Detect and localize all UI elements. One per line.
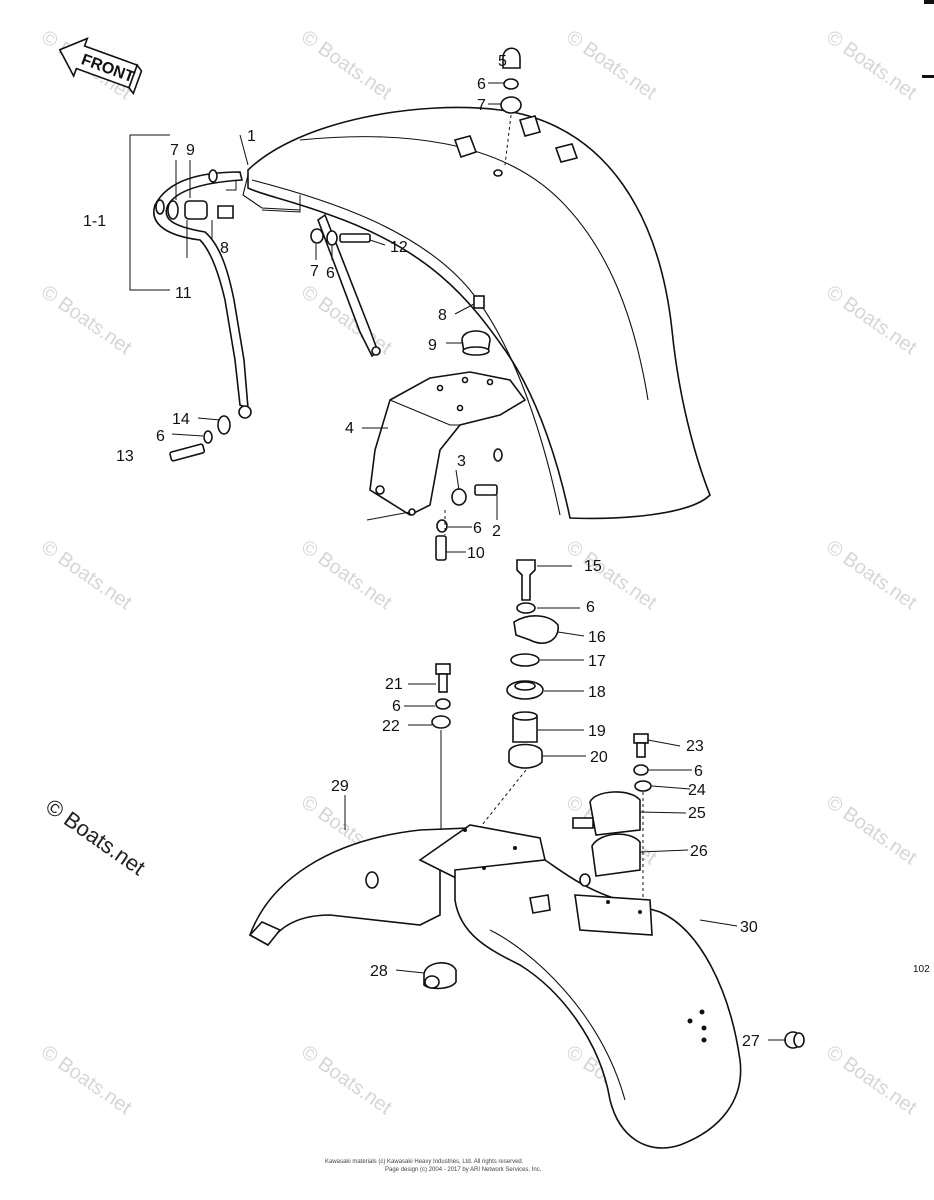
callout-28: 28 bbox=[370, 963, 388, 980]
callout-6: 6 bbox=[392, 698, 401, 715]
callout-15: 15 bbox=[584, 558, 602, 575]
callout-8: 8 bbox=[220, 240, 229, 257]
watermark: © Boats.net bbox=[822, 791, 921, 869]
watermark: © Boats.net bbox=[562, 536, 661, 614]
callout-13: 13 bbox=[116, 448, 134, 465]
left-bolt-stack bbox=[431, 663, 451, 830]
edge-mark bbox=[924, 0, 934, 4]
top-hardware bbox=[500, 47, 522, 166]
watermark-prominent: © Boats.net bbox=[41, 794, 150, 881]
callout-6: 6 bbox=[477, 76, 486, 93]
bracket-hardware bbox=[435, 484, 498, 561]
copyright-line-1: Kawasaki materials (c) Kawasaki Heavy In… bbox=[325, 1159, 524, 1165]
right-bolt-stack bbox=[572, 733, 652, 915]
callout-30: 30 bbox=[740, 919, 758, 936]
callout-18: 18 bbox=[588, 684, 606, 701]
rear-fender bbox=[248, 824, 742, 1149]
watermark: © Boats.net bbox=[822, 536, 921, 614]
callout-6: 6 bbox=[326, 265, 335, 282]
callout-25: 25 bbox=[688, 805, 706, 822]
watermark: © Boats.net bbox=[297, 26, 396, 104]
leader-lines bbox=[129, 82, 786, 1041]
callout-11: 11 bbox=[175, 285, 192, 302]
watermark: © Boats.net bbox=[37, 536, 136, 614]
stay-hardware bbox=[155, 169, 491, 356]
callout-1: 1 bbox=[247, 128, 256, 145]
callout-2: 2 bbox=[492, 523, 501, 540]
callout-24: 24 bbox=[688, 782, 706, 799]
callout-6: 6 bbox=[586, 599, 595, 616]
callout-9: 9 bbox=[186, 142, 195, 159]
part-28-bumper bbox=[423, 962, 457, 990]
callout-6: 6 bbox=[473, 520, 482, 537]
watermark: © Boats.net bbox=[822, 26, 921, 104]
callout-7: 7 bbox=[477, 97, 486, 114]
fender-bracket bbox=[369, 371, 527, 516]
callout-29: 29 bbox=[331, 778, 349, 795]
callout-7: 7 bbox=[310, 263, 319, 280]
callout-5: 5 bbox=[498, 53, 507, 70]
callout-9: 9 bbox=[428, 337, 437, 354]
callout-23: 23 bbox=[686, 738, 704, 755]
watermark: © Boats.net bbox=[297, 536, 396, 614]
callout-labels: 1 1-1 7 9 8 11 7 6 12 5 6 7 8 9 4 3 6 2 … bbox=[83, 53, 760, 1050]
watermark: © Boats.net bbox=[37, 1041, 136, 1119]
watermark: © Boats.net bbox=[822, 281, 921, 359]
callout-7: 7 bbox=[170, 142, 179, 159]
callout-6: 6 bbox=[156, 428, 165, 445]
copyright-line-2: Page design (c) 2004 - 2017 by ARI Netwo… bbox=[385, 1167, 542, 1173]
figure-number: 102 bbox=[913, 964, 930, 975]
callout-4: 4 bbox=[345, 420, 354, 437]
callout-19: 19 bbox=[588, 723, 606, 740]
callout-6: 6 bbox=[694, 763, 703, 780]
callout-12: 12 bbox=[390, 239, 408, 256]
callout-27: 27 bbox=[742, 1033, 760, 1050]
callout-26: 26 bbox=[690, 843, 708, 860]
mount-stack bbox=[506, 559, 559, 769]
callout-20: 20 bbox=[590, 749, 608, 766]
lower-stay-hardware bbox=[169, 415, 231, 462]
watermark: © Boats.net bbox=[37, 281, 136, 359]
part-27-nut bbox=[784, 1031, 805, 1049]
front-fender bbox=[242, 106, 711, 520]
callout-8: 8 bbox=[438, 307, 447, 324]
callout-10: 10 bbox=[467, 545, 485, 562]
callout-3: 3 bbox=[457, 453, 466, 470]
callout-1-1: 1-1 bbox=[83, 213, 106, 230]
callout-14: 14 bbox=[172, 411, 190, 428]
watermark: © Boats.net bbox=[562, 26, 661, 104]
watermark: © Boats.net bbox=[297, 1041, 396, 1119]
callout-21: 21 bbox=[385, 676, 403, 693]
guide-line bbox=[477, 769, 527, 831]
callout-17: 17 bbox=[588, 653, 606, 670]
callout-16: 16 bbox=[588, 629, 606, 646]
watermark: © Boats.net bbox=[822, 1041, 921, 1119]
callout-22: 22 bbox=[382, 718, 400, 735]
edge-mark bbox=[922, 75, 934, 78]
